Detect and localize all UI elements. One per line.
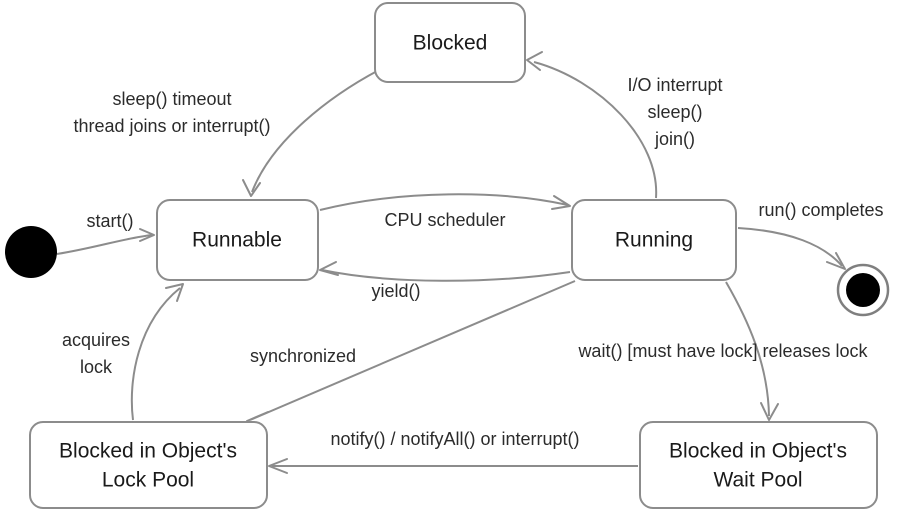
transition-cpu-scheduler bbox=[319, 193, 571, 211]
edge-label-running-to-blocked-line1: I/O interrupt bbox=[627, 75, 722, 95]
edge-cpu-scheduler-path bbox=[319, 193, 569, 211]
edge-label-yield: yield() bbox=[371, 281, 420, 301]
edge-yield-path bbox=[321, 269, 571, 282]
edge-notify-arrowhead bbox=[268, 458, 288, 474]
state-runnable-label: Runnable bbox=[192, 229, 282, 252]
edge-label-run-completes: run() completes bbox=[758, 200, 883, 220]
edge-blocked-runnable-arrowhead bbox=[242, 179, 261, 197]
edge-label-notify: notify() / notifyAll() or interrupt() bbox=[330, 429, 579, 449]
state-wait-pool-label-line2: Wait Pool bbox=[713, 469, 802, 492]
edge-acquires-lock-path bbox=[130, 287, 181, 421]
state-wait-pool-box[interactable] bbox=[639, 421, 878, 509]
edge-label-wait: wait() [must have lock] releases lock bbox=[577, 341, 868, 361]
transition-start bbox=[56, 228, 155, 255]
edge-label-cpu-scheduler: CPU scheduler bbox=[384, 210, 505, 230]
edge-run-completes-path bbox=[737, 227, 843, 267]
edge-label-running-to-blocked-line2: sleep() bbox=[647, 102, 702, 122]
edge-cpu-scheduler-arrowhead bbox=[551, 195, 571, 210]
edge-label-synchronized: synchronized bbox=[250, 346, 356, 366]
edge-label-start: start() bbox=[87, 211, 134, 231]
transition-acquires-lock bbox=[130, 283, 184, 421]
edge-wait-arrowhead bbox=[760, 402, 779, 421]
state-blocked-box[interactable] bbox=[374, 2, 526, 83]
transition-blocked-to-runnable bbox=[242, 69, 380, 197]
state-wait-pool[interactable]: Blocked in Object's Wait Pool bbox=[639, 421, 878, 509]
final-state-inner-circle bbox=[846, 273, 880, 307]
edge-running-blocked-path bbox=[533, 61, 658, 199]
transition-yield bbox=[319, 261, 571, 282]
edge-run-completes-arrowhead bbox=[826, 252, 846, 270]
edge-blocked-runnable-path bbox=[251, 69, 380, 193]
state-runnable[interactable]: Runnable bbox=[156, 199, 319, 281]
state-running-box[interactable] bbox=[571, 199, 737, 281]
edge-running-blocked-arrowhead bbox=[526, 51, 543, 71]
state-lock-pool-label-line1: Blocked in Object's bbox=[59, 440, 237, 463]
transition-notify bbox=[268, 458, 638, 474]
edge-label-running-to-blocked-line3: join() bbox=[654, 129, 695, 149]
edge-synchronized-path bbox=[249, 280, 576, 421]
edge-start-path bbox=[56, 234, 153, 255]
initial-state-circle[interactable] bbox=[5, 226, 57, 278]
state-lock-pool-label-line2: Lock Pool bbox=[102, 469, 194, 492]
edge-start-arrowhead bbox=[139, 228, 155, 242]
edge-yield-arrowhead bbox=[319, 261, 339, 276]
state-lock-pool-box[interactable] bbox=[29, 421, 268, 509]
edge-label-acquires-lock-line1: acquires bbox=[62, 330, 130, 350]
edge-wait-path bbox=[725, 281, 770, 417]
state-blocked-label: Blocked bbox=[413, 32, 488, 55]
state-running[interactable]: Running bbox=[571, 199, 737, 281]
state-lock-pool[interactable]: Blocked in Object's Lock Pool bbox=[29, 421, 268, 509]
edge-label-blocked-to-runnable-line2: thread joins or interrupt() bbox=[73, 116, 270, 136]
transition-wait bbox=[725, 281, 779, 421]
edge-label-blocked-to-runnable-line1: sleep() timeout bbox=[112, 89, 231, 109]
state-wait-pool-label-line1: Blocked in Object's bbox=[669, 440, 847, 463]
edge-acquires-lock-arrowhead bbox=[165, 283, 184, 302]
initial-state-node[interactable] bbox=[5, 226, 57, 278]
final-state-node[interactable] bbox=[836, 263, 890, 317]
state-blocked[interactable]: Blocked bbox=[374, 2, 526, 83]
transition-run-completes bbox=[737, 227, 846, 270]
edge-label-acquires-lock-line2: lock bbox=[80, 357, 113, 377]
state-runnable-box[interactable] bbox=[156, 199, 319, 281]
state-running-label: Running bbox=[615, 229, 693, 252]
transition-running-to-blocked bbox=[526, 51, 658, 199]
